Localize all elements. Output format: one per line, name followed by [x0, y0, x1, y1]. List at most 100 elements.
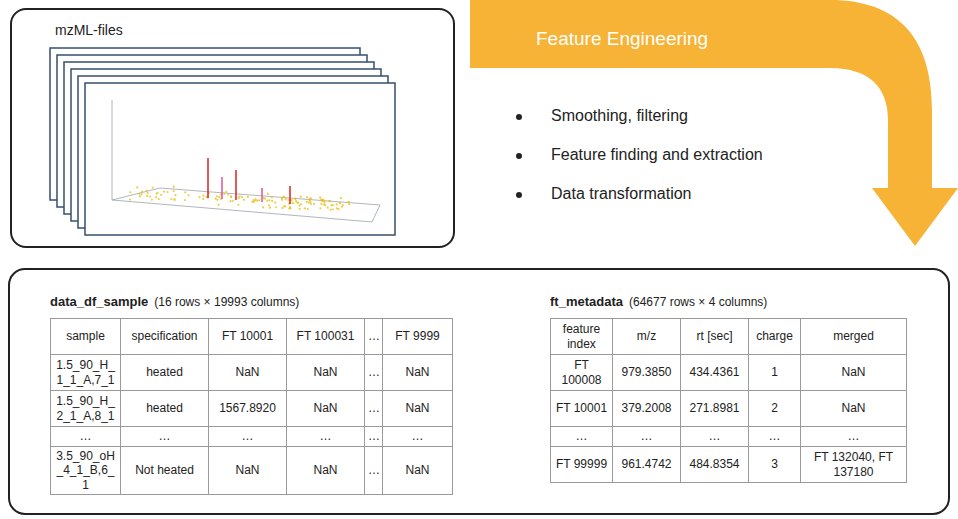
table-cell: NaN: [841, 365, 865, 379]
table-cell: 434.4361: [689, 365, 739, 379]
signal-dot: [166, 191, 168, 193]
signal-dot: [313, 203, 315, 205]
table-cell: …: [848, 429, 860, 443]
signal-dot: [328, 200, 330, 202]
signal-dot: [306, 196, 308, 198]
signal-dot: [258, 199, 260, 201]
table-cell: Not heated: [135, 463, 194, 477]
signal-dot: [292, 202, 294, 204]
plot-axis: [112, 200, 372, 222]
table-size: (16 rows × 19993 columns): [154, 295, 299, 309]
bullet-item: Data transformation: [551, 185, 692, 203]
signal-dot: [299, 208, 301, 210]
table-cell: …: [80, 429, 92, 443]
table-cell: rt [sec]: [696, 329, 732, 343]
signal-dot: [295, 200, 297, 202]
data-table: ft_metadata(64677 rows × 4 columns)featu…: [550, 292, 907, 483]
signal-dot: [310, 203, 312, 205]
signal-dot: [329, 200, 331, 202]
signal-dot: [319, 196, 321, 198]
signal-dot: [184, 199, 186, 201]
signal-dot: [243, 199, 245, 201]
signal-dot: [281, 207, 283, 209]
signal-dot: [173, 186, 175, 188]
signal-dot: [146, 195, 148, 197]
spectrum-stack: [50, 48, 395, 235]
table-cell: 961.4742: [621, 457, 671, 471]
signal-dot: [174, 199, 176, 201]
table-cell: heated: [146, 365, 183, 379]
table-cell: …: [368, 463, 380, 477]
table-cell: …: [769, 429, 781, 443]
table-cell: 484.8354: [689, 457, 739, 471]
table-name: ft_metadata: [550, 294, 623, 309]
signal-dot: [129, 191, 131, 193]
table-cell: 1: [771, 365, 778, 379]
signal-dot: [283, 205, 285, 207]
signal-dot: [230, 195, 232, 197]
signal-dot: [342, 204, 344, 206]
signal-dot: [218, 196, 220, 198]
signal-dot: [284, 205, 286, 207]
table-cell: FT 99999: [556, 457, 607, 471]
signal-dot: [146, 189, 148, 191]
table-cell: FT 100031: [297, 329, 355, 343]
signal-dot: [336, 203, 338, 205]
signal-dot: [268, 199, 270, 201]
table-cell: NaN: [405, 401, 429, 415]
signal-dot: [281, 199, 283, 201]
signal-dot: [268, 204, 270, 206]
signal-dot: [241, 196, 243, 198]
signal-dot: [307, 208, 309, 210]
data-table: data_df_sample(16 rows × 19993 columns)s…: [50, 292, 453, 495]
plot-axis: [112, 188, 160, 200]
table-cell: FT 10001: [222, 329, 273, 343]
signal-dot: [339, 202, 341, 204]
signal-dot: [267, 193, 269, 195]
signal-dot: [215, 198, 217, 200]
signal-dot: [173, 198, 175, 200]
table-cell: NaN: [313, 365, 337, 379]
signal-dot: [262, 206, 264, 208]
table-cell: …: [368, 429, 380, 443]
signal-dot: [340, 197, 342, 199]
signal-dot: [300, 196, 302, 198]
peak-spike: [235, 170, 237, 200]
bullet-dots: [516, 114, 522, 198]
signal-dot: [140, 193, 142, 195]
table-cell: FT 10001: [556, 401, 607, 415]
table-cell: …: [320, 429, 332, 443]
table-cell: 3.5_90_oH_4_1_B,6_1: [56, 449, 115, 492]
table-cell: …: [576, 429, 588, 443]
table-cell: 3: [771, 457, 778, 471]
signal-dot: [136, 186, 138, 188]
signal-dot: [173, 190, 175, 192]
signal-dot: [271, 200, 273, 202]
bullet-dot: [516, 114, 522, 120]
signal-dot: [283, 196, 285, 198]
signal-dot: [327, 207, 329, 209]
signal-dot: [247, 196, 249, 198]
plot-axis: [112, 100, 113, 200]
signal-dot: [289, 206, 291, 208]
signal-dot: [187, 194, 189, 196]
table-cell: …: [368, 401, 380, 415]
signal-dot: [216, 195, 218, 197]
signal-dot: [141, 190, 143, 192]
signal-dot: [348, 201, 350, 203]
table-cell: 979.3850: [621, 365, 671, 379]
table-cell: 271.8981: [689, 401, 739, 415]
peak-spike: [207, 158, 209, 198]
signal-dot: [184, 191, 186, 193]
table-cell: …: [159, 429, 171, 443]
signal-dot: [297, 201, 299, 203]
signal-dot: [198, 196, 200, 198]
table-cell: NaN: [313, 463, 337, 477]
table-heading: ft_metadata(64677 rows × 4 columns): [550, 292, 907, 310]
signal-dot: [232, 200, 234, 202]
spectrum-plot: [112, 100, 380, 222]
table-cell: NaN: [313, 401, 337, 415]
signal-dot: [217, 204, 219, 206]
signal-dot: [339, 202, 341, 204]
